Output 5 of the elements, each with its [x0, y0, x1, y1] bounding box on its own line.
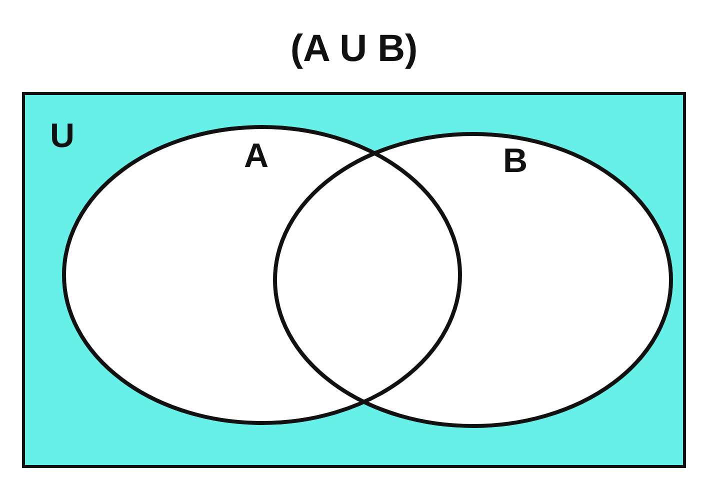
- title: (A U B): [289, 28, 419, 70]
- set-label: B: [503, 144, 528, 178]
- universal-set-box: [22, 92, 686, 468]
- set-label: A: [244, 139, 269, 173]
- set-label: U: [50, 119, 75, 153]
